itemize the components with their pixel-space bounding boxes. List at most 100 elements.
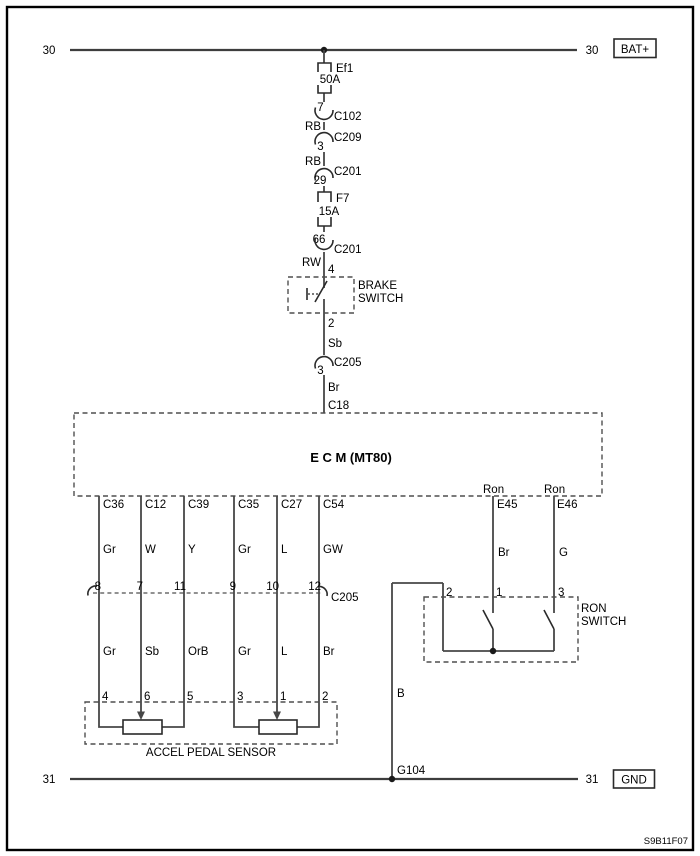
brake-switch-box — [287, 276, 355, 314]
potentiometer-left — [122, 719, 163, 735]
connector-c209-arc — [314, 131, 334, 145]
pedal-lower-wires — [98, 593, 320, 728]
connector-c205-single-pin: 3 — [317, 365, 323, 377]
wire-color-label: L — [281, 646, 288, 658]
ecm-pin-c18: C18 — [328, 400, 349, 412]
ron-switch-pin-1: 1 — [496, 587, 502, 599]
ecm-module: E C M (MT80) Ron Ron — [73, 412, 603, 497]
wire-color-rw: RW — [302, 257, 321, 269]
wire-color-label: OrB — [188, 646, 209, 658]
fuse-ef1-bottom-bracket — [317, 85, 332, 94]
c205-pin-label: 7 — [137, 581, 143, 593]
wire-color-label: G — [559, 547, 568, 559]
wire-color-rb-1: RB — [305, 121, 321, 133]
fuse-f7-label: F7 — [336, 193, 349, 205]
connector-c201-66: 66 C201 — [313, 234, 362, 256]
pedal-sensor-circuit: C36 C12 C39 C35 C27 C54 Gr W Y Gr L GW C… — [84, 496, 359, 759]
power-rail-left-label: 30 — [43, 45, 56, 57]
fuse-ef1-rating: 50A — [320, 74, 341, 86]
wire-color-sb: Sb — [328, 338, 342, 350]
c205-pin-label: 12 — [308, 581, 321, 593]
c205-pin-label: 8 — [95, 581, 101, 593]
wire-color-br: Br — [328, 382, 340, 394]
bat-plus-tag: BAT+ — [621, 44, 650, 56]
brake-switch-pin-out: 2 — [328, 318, 334, 330]
gnd-tag: GND — [621, 775, 647, 787]
c205-pin-label: 10 — [266, 581, 279, 593]
wire-color-label: Br — [498, 547, 510, 559]
pedal-upper-wires — [98, 496, 320, 593]
wiper-arrow-left — [137, 711, 145, 720]
brake-switch-label-line2: SWITCH — [358, 293, 403, 305]
fuse-ef1-label: Ef1 — [336, 63, 353, 75]
accel-pedal-sensor-label: ACCEL PEDAL SENSOR — [146, 747, 276, 759]
ecm-pin-label: C35 — [238, 499, 259, 511]
c205-pin-label: 9 — [230, 581, 236, 593]
potentiometer-right — [258, 719, 298, 735]
ecm-pin-e45: E45 — [497, 499, 517, 511]
ron-switch: RON SWITCH — [423, 596, 626, 663]
connector-c201-29-arc — [314, 167, 334, 181]
fuse-f7-rating: 15A — [319, 206, 340, 218]
ecm-pin-label: C39 — [188, 499, 209, 511]
connector-c205-left-hook — [87, 585, 98, 596]
connector-c201-29-label: C201 — [334, 166, 362, 178]
brake-switch-label-line1: BRAKE — [358, 280, 397, 292]
connector-c205-right-hook — [317, 585, 328, 597]
ron-upper-wires — [492, 496, 555, 613]
connector-c205-multi-label: C205 — [331, 592, 359, 604]
ecm-box — [73, 412, 603, 497]
wire-color-label: Gr — [238, 646, 251, 658]
ron-switch-blade-right — [543, 609, 555, 630]
ecm-ron-left-label: Ron — [483, 484, 504, 496]
fuse-f7: F7 15A — [317, 191, 349, 227]
wiper-arrow-right — [273, 711, 281, 720]
ecm-pin-label: C36 — [103, 499, 124, 511]
fuse-f7-bottom-bracket — [317, 217, 332, 227]
sensor-pin-label: 6 — [144, 691, 150, 703]
ron-switch-pin-2: 2 — [446, 587, 452, 599]
ecm-ron-right-label: Ron — [544, 484, 565, 496]
brake-switch-blade — [314, 280, 328, 303]
connector-c102-arc — [314, 107, 334, 121]
power-rail: 30 30 BAT+ — [43, 38, 657, 59]
sensor-pin-label: 1 — [280, 691, 286, 703]
ground-rail-left-label: 31 — [43, 774, 56, 786]
connector-c201-66-arc — [314, 237, 334, 251]
main-circuit-line: Ef1 50A 7 C102 RB C209 3 RB C201 29 F7 — [287, 50, 403, 413]
sensor-pin-label: 4 — [102, 691, 109, 703]
connector-c102-pin: 7 — [317, 102, 323, 114]
connector-c201-29: C201 29 — [314, 166, 362, 187]
connector-c102: 7 C102 — [314, 102, 362, 123]
brake-switch-pin-in: 4 — [328, 264, 335, 276]
ron-switch-junction-dot — [489, 647, 497, 655]
connector-c205-single: C205 3 — [314, 355, 362, 377]
wire-color-label: GW — [323, 544, 343, 556]
connector-c205-single-arc — [314, 355, 334, 369]
wire-color-label: Sb — [145, 646, 159, 658]
connector-c205-single-label: C205 — [334, 357, 362, 369]
wire-color-label: Y — [188, 544, 196, 556]
wire-color-rb-2: RB — [305, 156, 321, 168]
connector-c201-29-pin: 29 — [314, 175, 327, 187]
fuse-ef1: Ef1 50A — [317, 62, 353, 94]
accel-pedal-sensor: ACCEL PEDAL SENSOR — [84, 701, 338, 759]
ron-switch-label-line2: SWITCH — [581, 616, 626, 628]
wire-color-label: Gr — [238, 544, 251, 556]
wire-color-b: B — [397, 688, 405, 700]
ron-switch-bus — [443, 629, 555, 652]
wire-color-label: Gr — [103, 544, 116, 556]
fuse-f7-top-bracket — [317, 191, 332, 202]
bat-plus-tag-box — [613, 38, 657, 59]
diagram-code: S9B11F07 — [644, 836, 688, 847]
power-rail-right-label: 30 — [586, 45, 599, 57]
wire-color-label: Br — [323, 646, 335, 658]
ecm-pin-label: C12 — [145, 499, 166, 511]
gnd-tag-box — [612, 769, 656, 789]
connector-c205-multi: C205 8 7 11 9 10 12 — [87, 581, 359, 604]
wire-color-label: Gr — [103, 646, 116, 658]
ecm-label: E C M (MT80) — [310, 450, 392, 465]
connector-c209-label: C209 — [334, 132, 362, 144]
